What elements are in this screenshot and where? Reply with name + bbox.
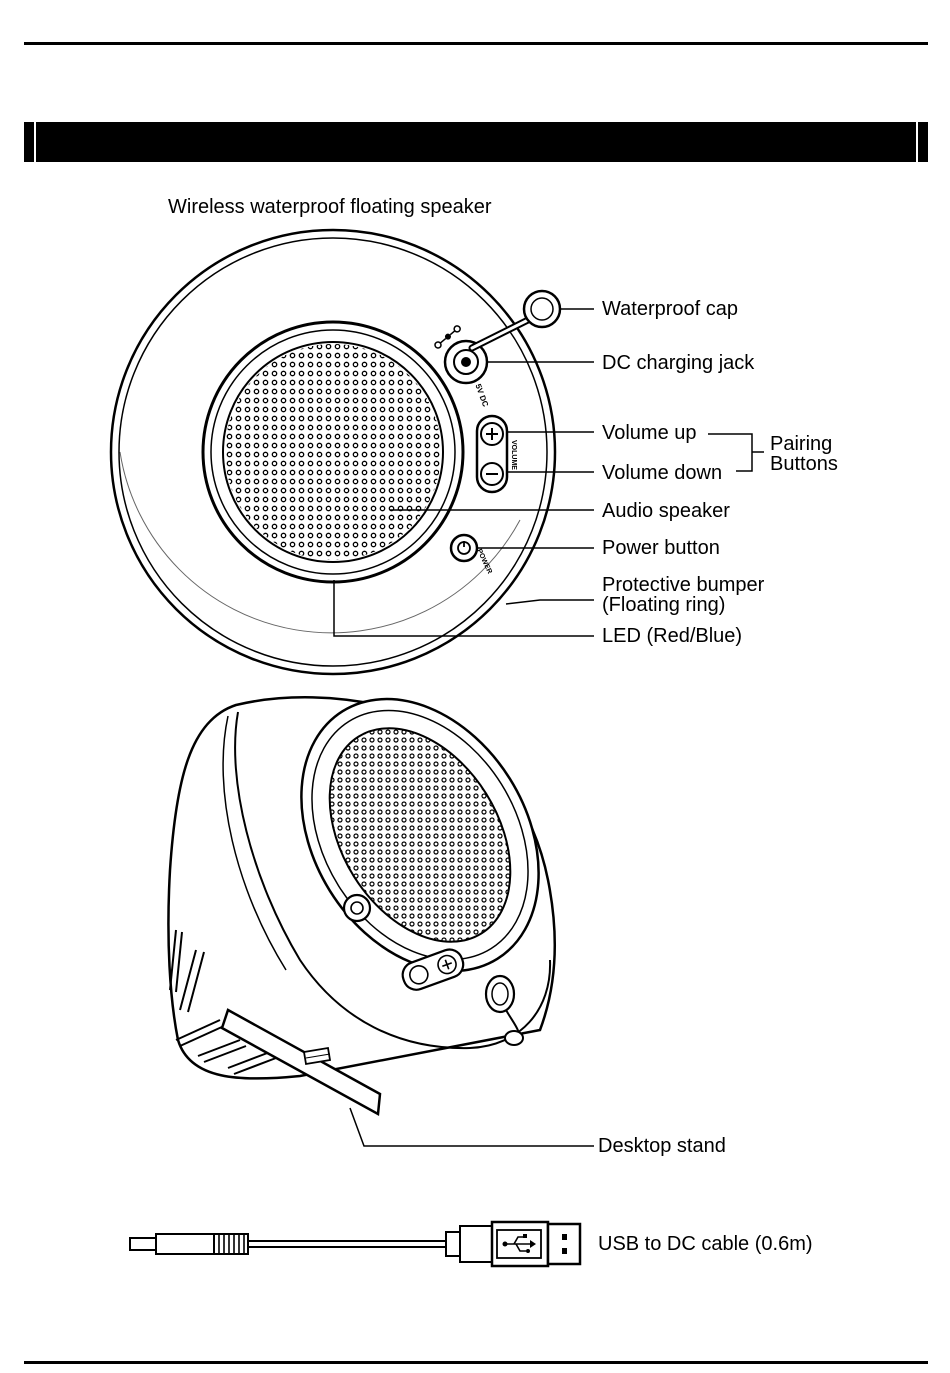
label-pairing: Pairing [770, 433, 832, 455]
label-floating-ring: (Floating ring) [602, 594, 725, 616]
label-dc-charging-jack: DC charging jack [602, 352, 754, 374]
power-button-perspective [344, 895, 370, 921]
label-volume-down: Volume down [602, 462, 722, 484]
waterproof-cap [524, 291, 560, 327]
stand-callout-line [350, 1108, 594, 1146]
label-led: LED (Red/Blue) [602, 625, 742, 647]
volume-marking: VOLUME [510, 440, 517, 470]
label-audio-speaker: Audio speaker [602, 500, 730, 522]
label-waterproof-cap: Waterproof cap [602, 298, 738, 320]
label-usb-cable: USB to DC cable (0.6m) [598, 1233, 813, 1255]
speaker-perspective-view [168, 655, 594, 1146]
bottom-rule [24, 1361, 928, 1364]
usb-dc-cable [130, 1222, 580, 1266]
label-power-button: Power button [602, 537, 720, 559]
label-buttons: Buttons [770, 453, 838, 475]
label-protective-bumper: Protective bumper [602, 574, 764, 596]
label-desktop-stand: Desktop stand [598, 1135, 726, 1157]
label-volume-up: Volume up [602, 422, 697, 444]
